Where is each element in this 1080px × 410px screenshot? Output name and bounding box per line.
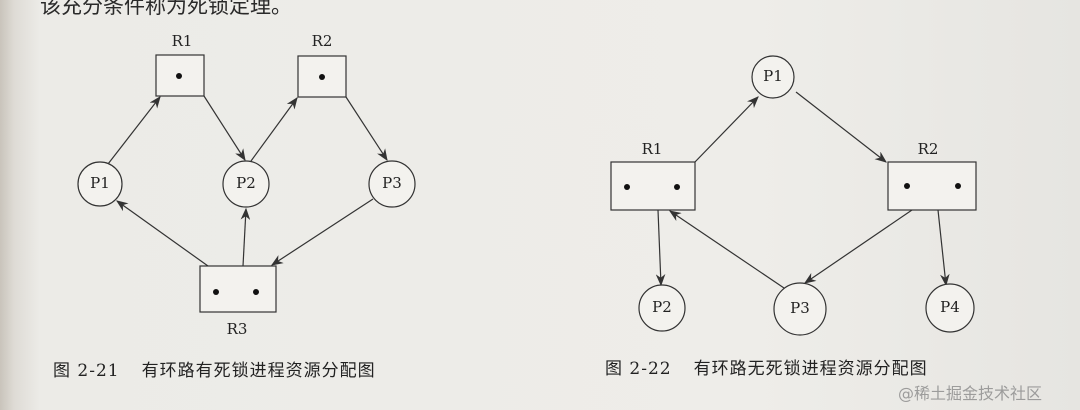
edge-r2-p3 [345,96,388,162]
resource-r2 [297,55,347,98]
resource-label-r2: R2 [312,32,333,50]
instance-dot [176,73,182,79]
resource-label-r3: R3 [227,320,248,338]
process-p4 [925,283,975,333]
instance-dot [624,184,630,190]
instance-dot [955,183,961,189]
process-p2 [222,160,270,208]
caption-left: 图 2-21 有环路有死锁进程资源分配图 [53,356,376,381]
edge-r1-p2 [655,209,666,287]
resource-r1 [610,161,696,211]
caption-title: 有环路无死锁进程资源分配图 [693,359,928,379]
process-p2 [638,284,686,332]
resource-r3 [199,265,277,313]
edge-r1-p1 [693,96,759,164]
process-label-p4: P4 [940,298,960,316]
watermark: @稀土掘金技术社区 [898,384,1043,403]
caption-right: 图 2-22 有环路无死锁进程资源分配图 [605,354,928,379]
instance-dot [213,289,219,295]
process-label-p3: P3 [382,174,402,192]
instance-dot [674,184,680,190]
figure-2-22: R1 R2 P1 P2 P3 P4 [610,55,977,336]
process-label-p2: P2 [652,298,672,316]
edge-r3-p2 [240,207,251,267]
process-label-p3: P3 [790,299,810,317]
edge-r1-p2 [203,95,246,162]
process-p1 [751,55,795,99]
resource-label-r2: R2 [918,140,939,158]
caption-number: 图 2-21 [53,361,120,381]
edge-p2-r2 [250,97,298,162]
edge-p1-r2 [795,91,887,163]
process-label-p1: P1 [90,174,110,192]
instance-dot [253,289,259,295]
edge-p3-r1 [669,210,785,289]
figure-2-21: R1 R2 R3 P1 P2 P3 [77,32,416,338]
caption-number: 图 2-22 [605,359,672,379]
process-label-p2: P2 [236,174,256,192]
caption-title: 有环路有死锁进程资源分配图 [141,361,376,381]
process-p1 [77,161,123,207]
process-label-p1: P1 [763,67,783,85]
instance-dot [904,183,910,189]
edge-r2-p4 [937,209,950,287]
edge-p1-r1 [107,96,161,165]
resource-label-r1: R1 [642,140,663,158]
resource-label-r1: R1 [172,32,193,50]
process-p3 [368,160,416,208]
top-text-line: 该充分条件称为死锁定理。 [40,0,292,18]
edge-r2-p3 [804,209,913,284]
instance-dot [319,74,325,80]
process-p3 [773,282,827,336]
edge-p3-r3 [270,198,374,266]
resource-r2 [887,161,977,211]
edge-r3-p1 [116,200,209,267]
